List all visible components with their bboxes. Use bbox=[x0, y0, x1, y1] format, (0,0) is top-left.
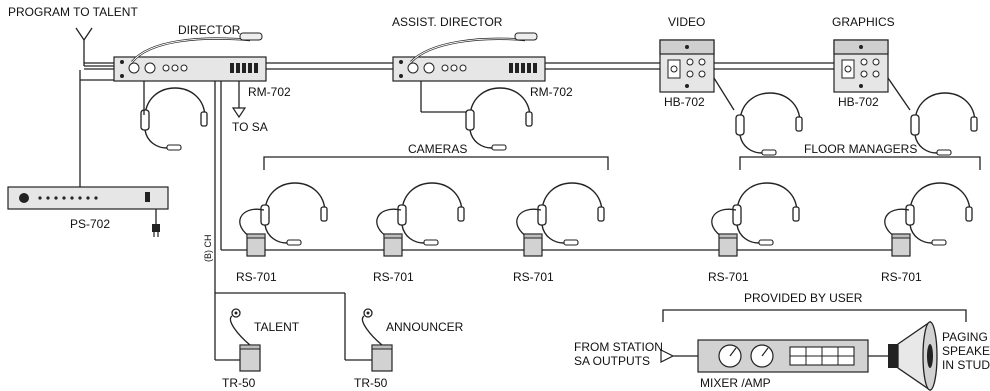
ps702-label: PS-702 bbox=[70, 217, 110, 231]
from-station-label: FROM STATION bbox=[574, 340, 663, 354]
graphics-hb702-unit bbox=[833, 39, 889, 93]
floor-managers-label: FLOOR MANAGERS bbox=[804, 142, 917, 156]
rm702-assist-label: RM-702 bbox=[530, 85, 573, 99]
cameras-bracket bbox=[263, 156, 609, 170]
sa-outputs-label: SA OUTPUTS bbox=[574, 354, 650, 368]
channel-b-label: (B) CH bbox=[203, 235, 213, 263]
director-label: DIRECTOR bbox=[178, 23, 241, 37]
to-sa-arrow-icon bbox=[231, 107, 247, 119]
assist-director-rm702-unit bbox=[392, 32, 546, 82]
speaker-label: SPEAKER bbox=[942, 344, 990, 358]
announcer-tr50-unit bbox=[361, 308, 393, 372]
talent-label: TALENT bbox=[254, 320, 300, 334]
tr50-announcer-label: TR-50 bbox=[354, 376, 388, 390]
mixer-amp-label: MIXER /AMP bbox=[700, 376, 771, 390]
to-sa-label: TO SA bbox=[232, 120, 268, 134]
rs701-label-5: RS-701 bbox=[881, 270, 922, 284]
provided-by-user-bracket bbox=[662, 309, 967, 322]
hb702-graphics-label: HB-702 bbox=[838, 95, 879, 109]
director-headset-icon bbox=[140, 87, 208, 151]
assist-director-headset-icon bbox=[465, 87, 533, 151]
video-hb702-unit bbox=[659, 39, 715, 93]
tr50-talent-label: TR-50 bbox=[222, 376, 256, 390]
floor-managers-bracket bbox=[739, 156, 981, 170]
power-plug-icon bbox=[152, 209, 160, 237]
station-input-arrow-icon bbox=[660, 349, 675, 363]
director-rm702-unit bbox=[113, 32, 267, 82]
talent-tr50-unit bbox=[229, 308, 261, 372]
program-to-talent-label: PROGRAM TO TALENT bbox=[8, 5, 138, 19]
video-label: VIDEO bbox=[668, 15, 705, 29]
assist-director-label: ASSIST. DIRECTOR bbox=[392, 15, 503, 29]
rs701-label-3: RS-701 bbox=[513, 270, 554, 284]
rs701-label-1: RS-701 bbox=[236, 270, 277, 284]
cameras-label: CAMERAS bbox=[408, 142, 467, 156]
camera-station-1 bbox=[239, 182, 328, 257]
floor-manager-station-2 bbox=[884, 182, 973, 257]
ps702-power-supply bbox=[7, 186, 169, 210]
floor-manager-station-1 bbox=[711, 182, 800, 257]
rs701-label-2: RS-701 bbox=[373, 270, 414, 284]
in-studio-label: IN STUDIO bbox=[942, 358, 990, 372]
camera-station-3 bbox=[516, 182, 605, 257]
rm702-director-label: RM-702 bbox=[248, 85, 291, 99]
graphics-label: GRAPHICS bbox=[832, 15, 895, 29]
mixer-amp-unit bbox=[697, 339, 869, 373]
paging-speaker-icon bbox=[888, 320, 938, 391]
main-trunk-wires bbox=[79, 40, 905, 361]
provided-by-user-label: PROVIDED BY USER bbox=[744, 291, 863, 305]
antenna-icon bbox=[75, 27, 93, 42]
paging-label: PAGING bbox=[942, 330, 988, 344]
rs701-label-4: RS-701 bbox=[708, 270, 749, 284]
graphics-headset-icon bbox=[910, 92, 978, 156]
announcer-label: ANNOUNCER bbox=[386, 320, 464, 334]
camera-station-2 bbox=[376, 182, 465, 257]
video-headset-icon bbox=[735, 92, 803, 156]
hb702-video-label: HB-702 bbox=[664, 95, 705, 109]
